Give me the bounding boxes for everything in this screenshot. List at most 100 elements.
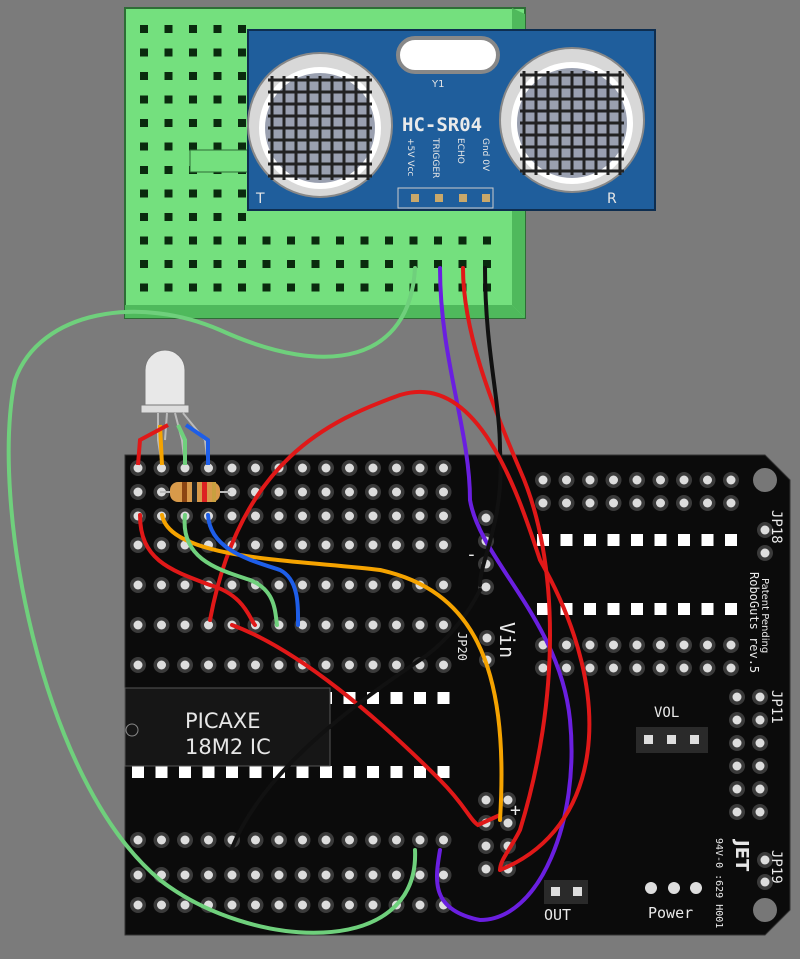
header-pin-hole [180, 580, 190, 590]
header-pin-hole [538, 663, 548, 673]
breadboard-hole [336, 236, 344, 245]
header-pin-hole [392, 660, 401, 670]
header-pin-hole [368, 463, 378, 473]
header-pin-hole [585, 498, 595, 508]
header-pin-hole [481, 582, 491, 592]
header-pin-hole [298, 487, 307, 497]
header-pin-hole [415, 511, 425, 521]
chip-label-line1: PICAXE [185, 709, 261, 733]
wire-red-long [208, 390, 592, 872]
header-pin-hole [632, 475, 642, 485]
jet-label: JET [731, 838, 752, 872]
wire-green-led [182, 513, 279, 627]
header-pin-hole [321, 580, 331, 590]
jp19-label: JP19 [768, 850, 784, 884]
breadboard-hole [262, 236, 271, 245]
chip-notch [125, 723, 139, 737]
header-pin-hole [392, 487, 401, 497]
header-pin-hole [368, 900, 378, 910]
header-pin-hole [133, 580, 143, 590]
breadboard-hole [164, 236, 173, 245]
header-pin-hole [345, 660, 354, 670]
breadboard-hole [213, 236, 222, 245]
header-pin-hole [345, 580, 354, 590]
breadboard-hole [238, 25, 246, 33]
header-pin-hole [157, 580, 166, 590]
header-pin-hole [562, 663, 571, 673]
transmitter-label: T [255, 191, 265, 207]
ic-socket-pad [654, 534, 667, 546]
header-pin-hole [227, 660, 237, 670]
sensor-model-label: HC-SR04 [402, 114, 482, 136]
header-pin-hole [133, 870, 143, 880]
header-pin-hole [439, 620, 448, 630]
board-name-label: RoboGuts rev.5 [747, 572, 761, 673]
breadboard-hole [483, 260, 491, 268]
header-pin-hole [321, 660, 331, 670]
breadboard-hole [287, 236, 295, 245]
breadboard-hole [164, 189, 173, 198]
header-pin-hole [726, 475, 736, 485]
header-pin-hole [726, 663, 736, 673]
header-pin-hole [656, 640, 665, 650]
roboguts-board: PICAXE 18M2 IC JP18 Patent Pending RoboG… [124, 454, 791, 936]
header-pin-hole [439, 487, 448, 497]
breadboard-hole [360, 283, 369, 292]
header-pin-hole [538, 498, 548, 508]
breadboard-hole [238, 48, 246, 57]
header-pin-hole [703, 475, 712, 485]
breadboard-hole [164, 95, 173, 104]
wires [6, 266, 592, 935]
header-pin-hole [392, 511, 401, 521]
header-pin-hole [133, 463, 143, 473]
header-pin-hole [133, 487, 143, 497]
header-pin-hole [274, 511, 284, 521]
breadboard-hole [164, 283, 173, 292]
minus-label: - [466, 544, 477, 565]
sensor-header [397, 187, 494, 209]
header-pin-hole [298, 835, 307, 845]
header-pin-hole [656, 663, 665, 673]
pin-label-gnd: Gnd 0V [480, 138, 490, 172]
header-pin-hole [274, 580, 284, 590]
header-pin-hole [345, 463, 354, 473]
ic-socket-pad [202, 766, 215, 778]
mounting-hole [753, 898, 777, 922]
header-pin-hole [562, 640, 571, 650]
receiver-transducer [499, 47, 645, 193]
header-pin-hole [157, 620, 166, 630]
breadboard-hole [189, 283, 197, 292]
mounting-hole [753, 468, 777, 492]
jp18-label: JP18 [768, 510, 784, 544]
header-pin-hole [368, 870, 378, 880]
header-pin-hole [204, 835, 213, 845]
breadboard-hole [213, 72, 222, 80]
header-pin-hole [760, 548, 770, 558]
header-pin-hole [632, 640, 642, 650]
header-pin-hole [609, 640, 618, 650]
breadboard-hole [140, 260, 148, 268]
breadboard-hole [189, 119, 197, 127]
breadboard-hole [385, 283, 393, 292]
breadboard-hole [140, 283, 148, 292]
breadboard-hole [385, 236, 393, 245]
power-label: Power [648, 904, 693, 922]
breadboard-hole [140, 119, 148, 127]
header-pin-hole [481, 841, 491, 851]
header-pin-hole [392, 580, 401, 590]
ic-socket-pad [631, 603, 643, 615]
header-pin-hole [204, 463, 213, 473]
transmitter-transducer [247, 52, 393, 198]
breadboard-hole [189, 142, 197, 151]
ic-socket-pad [414, 766, 426, 778]
breadboard-hole [140, 236, 148, 245]
breadboard-hole [189, 25, 197, 33]
header-pin-hole [760, 525, 770, 535]
ic-socket-pad [367, 766, 379, 778]
breadboard-hole [164, 260, 173, 268]
header-pin-hole [726, 498, 736, 508]
header-pin-hole [251, 870, 260, 880]
breadboard-hole [213, 48, 222, 57]
ic-socket-pad [390, 766, 403, 778]
